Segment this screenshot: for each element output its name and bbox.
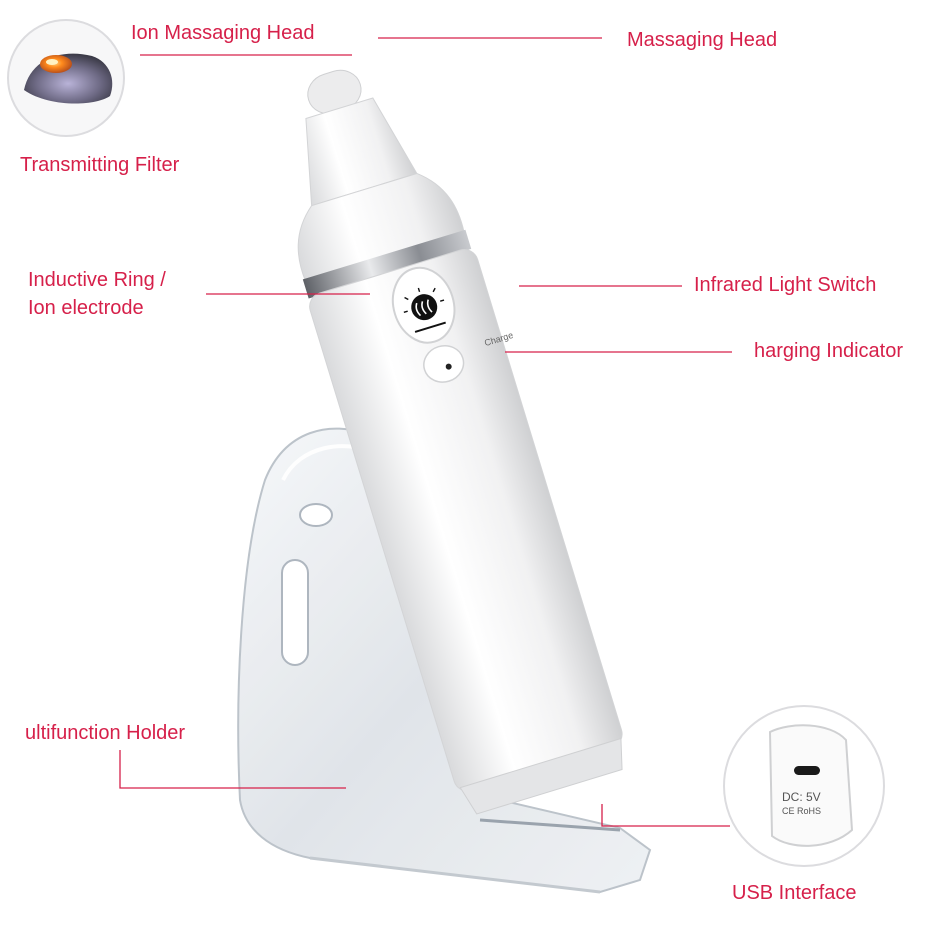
label-transmitting-filter: Transmitting Filter: [20, 154, 180, 176]
device-body: [297, 69, 623, 815]
label-ion-massaging-head: Ion Massaging Head: [131, 22, 315, 44]
chrome-ring: [302, 229, 472, 299]
infrared-switch: [391, 266, 456, 344]
usb-closeup: [723, 705, 885, 867]
marks-text: CE RoHS: [782, 806, 822, 816]
leader-lines: [119, 37, 732, 827]
label-usb-interface: USB Interface: [732, 882, 857, 904]
label-multifunction-holder: ultifunction Holder: [25, 722, 186, 744]
label-massaging-head: Massaging Head: [627, 29, 778, 51]
dc-text: DC: 5V: [782, 790, 821, 804]
filter-closeup: [7, 19, 125, 137]
label-ion-electrode: Ion electrode: [28, 297, 144, 319]
label-charging-indicator: harging Indicator: [754, 340, 903, 362]
label-inductive-ring: Inductive Ring /: [28, 269, 166, 291]
label-infrared-light-switch: Infrared Light Switch: [694, 274, 877, 296]
usb-c-port-icon: [794, 766, 820, 775]
